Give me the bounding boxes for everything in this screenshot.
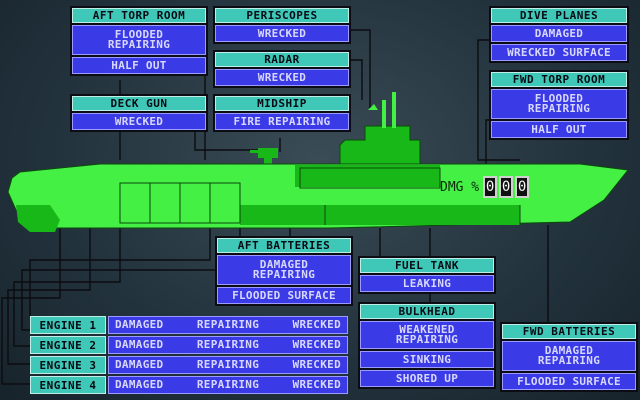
damage-label: DMG %	[440, 179, 480, 195]
panel-title: AFT BATTERIES	[217, 238, 351, 253]
status-text: WRECKED	[292, 318, 341, 331]
status-text: REPAIRING	[196, 318, 260, 331]
status-cell: WEAKENED REPAIRING	[360, 321, 494, 349]
status-cell: FLOODED REPAIRING	[491, 89, 627, 119]
panel-title: DECK GUN	[72, 96, 206, 111]
status-text: REPAIRING	[527, 102, 591, 115]
panel-title: MIDSHIP	[215, 96, 349, 111]
engine-row-3[interactable]: ENGINE 3 DAMAGED REPAIRING WRECKED	[30, 356, 348, 374]
panel-bulkhead[interactable]: BULKHEAD WEAKENED REPAIRING SINKING SHOR…	[358, 302, 496, 389]
status-cell: FIRE REPAIRING	[215, 113, 349, 130]
panel-fwd-batteries[interactable]: FWD BATTERIES DAMAGED REPAIRING FLOODED …	[500, 322, 638, 392]
panel-fuel-tank[interactable]: FUEL TANK LEAKING	[358, 256, 496, 294]
panel-deck-gun[interactable]: DECK GUN WRECKED	[70, 94, 208, 132]
status-cell: WRECKED	[72, 113, 206, 130]
panel-aft-torp-room[interactable]: AFT TORP ROOM FLOODED REPAIRING HALF OUT	[70, 6, 208, 76]
status-cell: FLOODED SURFACE	[217, 287, 351, 304]
radar-mast	[392, 92, 396, 128]
status-text: REPAIRING	[537, 354, 601, 367]
damage-digit: 0	[499, 176, 514, 198]
submarine	[7, 92, 629, 232]
engine-status: DAMAGED REPAIRING WRECKED	[108, 356, 348, 374]
status-cell: DAMAGED	[491, 25, 627, 42]
deck-gun-icon	[250, 148, 278, 164]
status-cell: HALF OUT	[72, 57, 206, 74]
status-cell: FLOODED REPAIRING	[72, 25, 206, 55]
panel-title: AFT TORP ROOM	[72, 8, 206, 23]
stern-planes	[16, 205, 60, 232]
status-text: REPAIRING	[107, 38, 171, 51]
status-cell: WRECKED	[215, 25, 349, 42]
status-text: REPAIRING	[196, 378, 260, 391]
status-cell: FLOODED SURFACE	[502, 373, 636, 390]
status-text: REPAIRING	[252, 268, 316, 281]
status-text: WRECKED	[292, 358, 341, 371]
status-text: DAMAGED	[544, 344, 594, 357]
panel-title: RADAR	[215, 52, 349, 67]
status-text: DAMAGED	[115, 318, 164, 331]
status-text: DAMAGED	[115, 338, 164, 351]
status-cell: LEAKING	[360, 275, 494, 292]
periscope-mast	[382, 100, 386, 128]
status-text: REPAIRING	[196, 338, 260, 351]
status-text: FLOODED	[534, 92, 584, 105]
panel-fwd-torp-room[interactable]: FWD TORP ROOM FLOODED REPAIRING HALF OUT	[489, 70, 629, 140]
status-text: FLOODED	[114, 28, 164, 41]
engine-label: ENGINE 4	[30, 376, 106, 394]
conning-tower	[339, 125, 421, 165]
status-text: WEAKENED	[399, 323, 455, 336]
engine-row-1[interactable]: ENGINE 1 DAMAGED REPAIRING WRECKED	[30, 316, 348, 334]
status-text: WRECKED	[292, 378, 341, 391]
status-text: REPAIRING	[196, 358, 260, 371]
status-cell: SHORED UP	[360, 370, 494, 387]
panel-midship[interactable]: MIDSHIP FIRE REPAIRING	[213, 94, 351, 132]
damage-digit: 0	[483, 176, 498, 198]
engine-row-4[interactable]: ENGINE 4 DAMAGED REPAIRING WRECKED	[30, 376, 348, 394]
panel-periscopes[interactable]: PERISCOPES WRECKED	[213, 6, 351, 44]
status-cell: SINKING	[360, 351, 494, 368]
panel-title: FWD BATTERIES	[502, 324, 636, 339]
engine-label: ENGINE 1	[30, 316, 106, 334]
status-cell: DAMAGED REPAIRING	[217, 255, 351, 285]
status-text: DAMAGED	[115, 358, 164, 371]
status-cell: WRECKED SURFACE	[491, 44, 627, 61]
damage-readout: DMG % 0 0 0	[440, 176, 531, 198]
panel-title: DIVE PLANES	[491, 8, 627, 23]
status-cell: DAMAGED REPAIRING	[502, 341, 636, 371]
status-text: WRECKED	[292, 338, 341, 351]
damage-digit: 0	[515, 176, 530, 198]
engine-status: DAMAGED REPAIRING WRECKED	[108, 336, 348, 354]
panel-title: PERISCOPES	[215, 8, 349, 23]
panel-title: FUEL TANK	[360, 258, 494, 273]
panel-dive-planes[interactable]: DIVE PLANES DAMAGED WRECKED SURFACE	[489, 6, 629, 63]
engine-status: DAMAGED REPAIRING WRECKED	[108, 316, 348, 334]
status-text: DAMAGED	[259, 258, 309, 271]
panel-aft-batteries[interactable]: AFT BATTERIES DAMAGED REPAIRING FLOODED …	[215, 236, 353, 306]
panel-radar[interactable]: RADAR WRECKED	[213, 50, 351, 88]
engine-label: ENGINE 2	[30, 336, 106, 354]
status-text: REPAIRING	[395, 333, 459, 346]
status-cell: HALF OUT	[491, 121, 627, 138]
panel-title: FWD TORP ROOM	[491, 72, 627, 87]
antenna	[368, 104, 378, 110]
engine-label: ENGINE 3	[30, 356, 106, 374]
engine-status: DAMAGED REPAIRING WRECKED	[108, 376, 348, 394]
engine-row-2[interactable]: ENGINE 2 DAMAGED REPAIRING WRECKED	[30, 336, 348, 354]
status-text: DAMAGED	[115, 378, 164, 391]
panel-title: BULKHEAD	[360, 304, 494, 319]
status-cell: WRECKED	[215, 69, 349, 86]
